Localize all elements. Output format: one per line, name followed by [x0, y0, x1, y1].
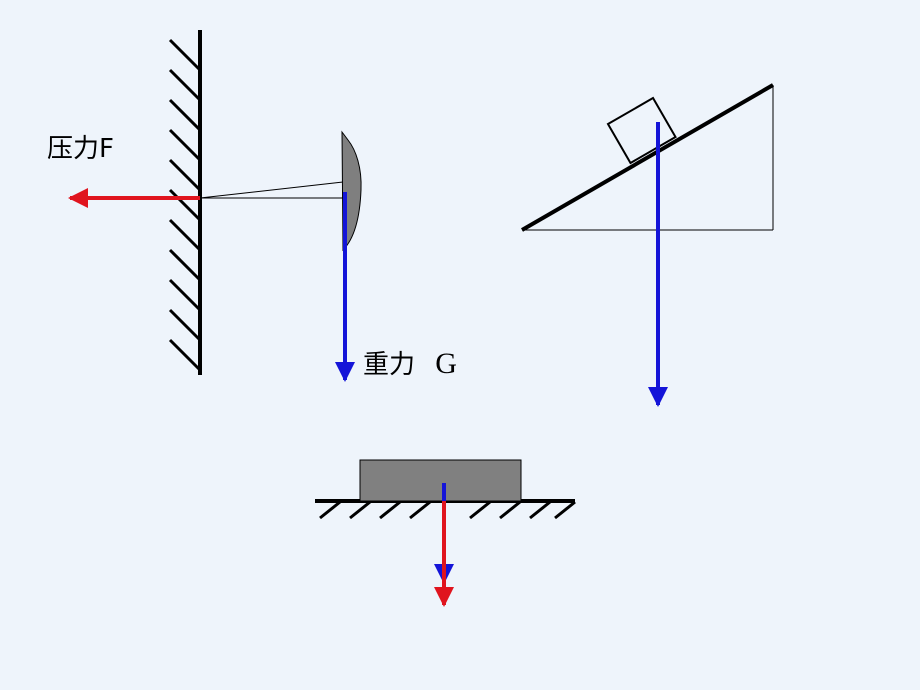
floor-block — [359, 459, 522, 502]
pressure-label: 压力F — [47, 134, 114, 164]
hanging-rope — [199, 181, 344, 199]
gravity-label-prefix: 重力 — [363, 350, 416, 380]
wall — [168, 30, 202, 375]
incline-block — [606, 96, 677, 165]
floor-hatching — [319, 500, 576, 520]
wall-hatching — [168, 38, 202, 372]
gravity-label: 重力 G — [363, 344, 457, 381]
gravity-label-symbol: G — [435, 347, 457, 380]
incline-triangle — [520, 83, 775, 232]
